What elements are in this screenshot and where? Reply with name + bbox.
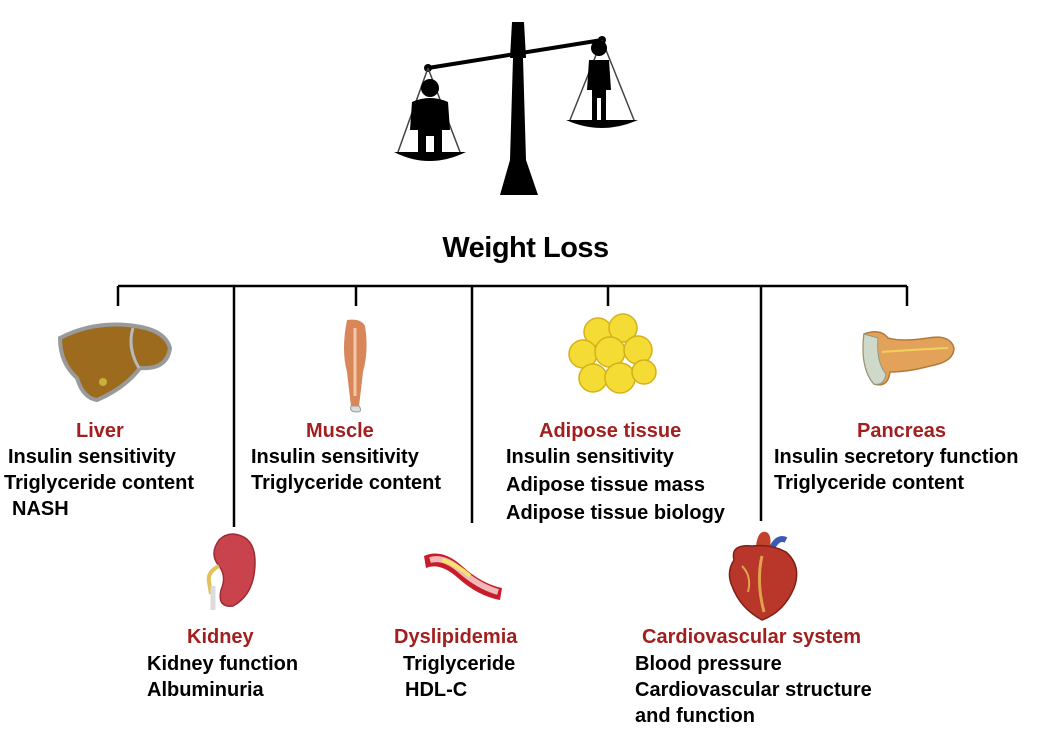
pancreas-icon xyxy=(858,322,958,390)
adipose-tissue-icon xyxy=(568,312,660,402)
effects-list-adipose-tissue: Insulin sensitivity Adipose tissue mass … xyxy=(506,444,725,526)
organ-name-liver: Liver xyxy=(76,420,124,443)
effect-item: Cardiovascular structure xyxy=(635,677,872,703)
effect-item: Insulin sensitivity xyxy=(251,444,441,470)
effect-item: Insulin secretory function xyxy=(774,444,1018,470)
effect-item: Triglyceride xyxy=(403,651,515,677)
organ-name-cardiovascular-system: Cardiovascular system xyxy=(642,626,861,649)
effect-item: Adipose tissue mass xyxy=(506,472,725,498)
effect-item: Kidney function xyxy=(147,651,298,677)
effect-item: Triglyceride content xyxy=(4,470,194,496)
effect-item: HDL-C xyxy=(405,677,515,703)
effects-list-kidney: Kidney function Albuminuria xyxy=(147,651,298,703)
effect-item: Insulin sensitivity xyxy=(506,444,725,470)
organ-name-muscle: Muscle xyxy=(306,420,374,443)
liver-icon xyxy=(55,318,175,403)
effect-item: NASH xyxy=(12,496,194,522)
organ-name-pancreas: Pancreas xyxy=(857,420,946,443)
kidney-icon xyxy=(205,532,257,610)
effect-item: Adipose tissue biology xyxy=(506,500,725,526)
effect-item: and function xyxy=(635,703,872,729)
muscle-icon xyxy=(335,316,375,414)
effects-list-muscle: Insulin sensitivity Triglyceride content xyxy=(251,444,441,496)
effect-item: Triglyceride content xyxy=(774,470,1018,496)
organ-name-dyslipidemia: Dyslipidemia xyxy=(394,626,517,649)
effect-item: Insulin sensitivity xyxy=(8,444,194,470)
effects-list-liver: Insulin sensitivity Triglyceride content… xyxy=(8,444,194,522)
blood-vessel-icon xyxy=(422,546,504,602)
effect-item: Triglyceride content xyxy=(251,470,441,496)
effects-list-pancreas: Insulin secretory function Triglyceride … xyxy=(774,444,1018,496)
effect-item: Albuminuria xyxy=(147,677,298,703)
effects-list-dyslipidemia: Triglyceride HDL-C xyxy=(403,651,515,703)
organ-name-adipose-tissue: Adipose tissue xyxy=(539,420,681,443)
effect-item: Blood pressure xyxy=(635,651,872,677)
effects-list-cardiovascular-system: Blood pressure Cardiovascular structure … xyxy=(635,651,872,729)
heart-icon xyxy=(722,526,802,622)
organ-name-kidney: Kidney xyxy=(187,626,254,649)
